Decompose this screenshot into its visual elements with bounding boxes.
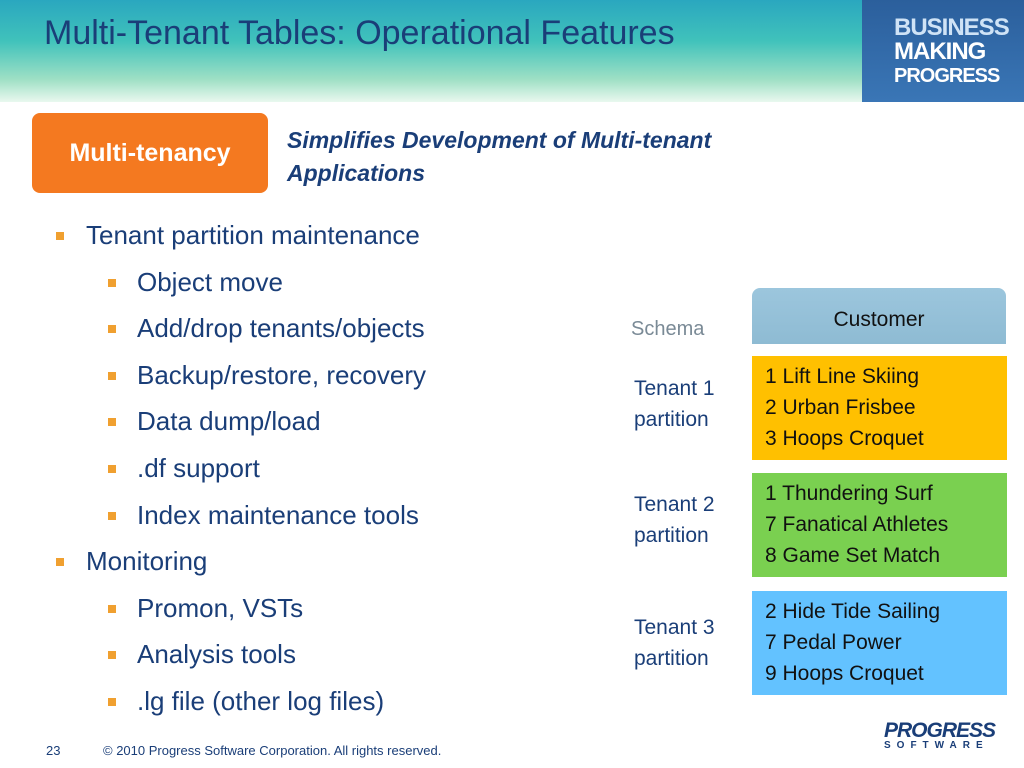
tenant-2-partition-box: 1 Thundering Surf 7 Fanatical Athletes 8… [752,473,1007,577]
logo-wordmark-bottom: SOFTWARE [884,740,989,751]
partition-row: 7 Pedal Power [765,631,902,654]
brand-panel: BUSINESS MAKING PROGRESS [862,0,1024,102]
bullet-square-icon [108,651,116,659]
partition-row: 9 Hoops Croquet [765,662,924,685]
multi-tenancy-tag: Multi-tenancy [32,113,268,193]
tenant-label-line: Tenant 3 [634,616,715,639]
logo-wordmark-top: PROGRESS [884,719,996,742]
partition-row: 8 Game Set Match [765,544,941,567]
bullet-square-icon [108,279,116,287]
bullet-square-icon [56,232,64,240]
brand-line-making: MAKING [894,38,986,65]
bullet-square-icon [108,325,116,333]
bullet-square-icon [108,512,116,520]
tenant-label-line: partition [634,524,709,547]
tenant-label-line: partition [634,408,709,431]
bullet-square-icon [108,418,116,426]
tenant-1-label: Tenant 1 partition [634,373,715,435]
slide-title: Multi-Tenant Tables: Operational Feature… [44,14,675,52]
bullet-square-icon [108,465,116,473]
bullet-square-icon [56,558,64,566]
subtitle: Simplifies Development of Multi-tenant A… [287,124,847,190]
tenant-1-partition-box: 1 Lift Line Skiing 2 Urban Frisbee 3 Hoo… [752,356,1007,460]
tenant-label-line: Tenant 1 [634,377,715,400]
brand-line-business: BUSINESS [894,14,1010,41]
subtitle-line-1: Simplifies Development of Multi-tenant [287,127,712,153]
header-banner: Multi-Tenant Tables: Operational Feature… [0,0,862,102]
bullet-square-icon [108,372,116,380]
bullet-square-icon [108,698,116,706]
partition-row: 2 Hide Tide Sailing [765,600,941,623]
page-number: 23 [46,743,61,758]
tenant-3-label: Tenant 3 partition [634,612,715,674]
subtitle-line-2: Applications [287,160,426,186]
partition-row: 1 Lift Line Skiing [765,365,920,388]
tenant-3-partition-box: 2 Hide Tide Sailing 7 Pedal Power 9 Hoop… [752,591,1007,695]
tenant-label-line: Tenant 2 [634,493,715,516]
partition-row: 2 Urban Frisbee [765,396,916,419]
progress-software-logo: PROGRESS SOFTWARE [884,719,996,751]
schema-label: Schema [631,318,705,340]
copyright-notice: © 2010 Progress Software Corporation. Al… [103,743,442,758]
tenant-label-line: partition [634,647,709,670]
partition-row: 7 Fanatical Athletes [765,513,949,536]
partition-row: 1 Thundering Surf [765,482,933,505]
brand-line-progress: PROGRESS [894,65,1000,87]
tenant-2-label: Tenant 2 partition [634,489,715,551]
multi-tenancy-tag-label: Multi-tenancy [69,138,231,167]
bullet-square-icon [108,605,116,613]
customer-table-header: Customer [752,288,1006,344]
partition-row: 3 Hoops Croquet [765,427,924,450]
